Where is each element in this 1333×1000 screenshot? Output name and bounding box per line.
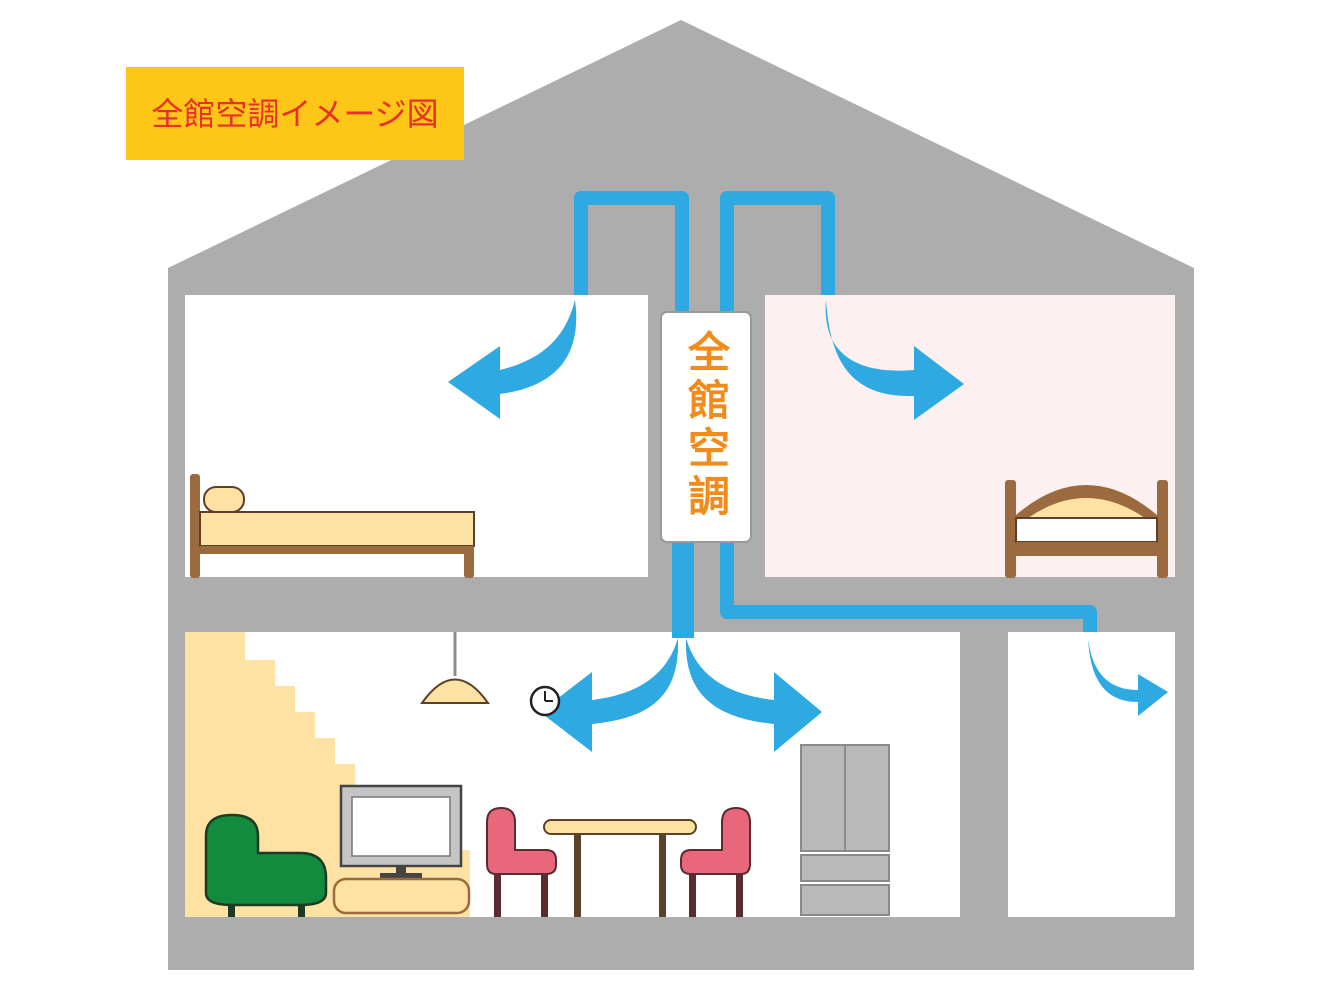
dining-table	[543, 819, 697, 917]
tv-stand	[332, 877, 471, 915]
cabinet	[800, 744, 890, 916]
ac-unit-panel	[660, 311, 752, 543]
duct-to-small-room	[720, 540, 1097, 632]
bed-upper-left	[190, 474, 475, 578]
airflow-arrows	[448, 300, 1168, 752]
duct-to-upper-right	[720, 191, 835, 318]
dining-chair-right	[680, 806, 751, 917]
duct-to-upper-left	[574, 191, 689, 318]
sofa	[204, 813, 328, 917]
airflow-arrow-upper-right	[825, 300, 964, 420]
ac-unit-label: 全館空調	[682, 329, 731, 522]
diagram-title: 全館空調イメージ図	[151, 95, 438, 133]
wall-clock	[529, 685, 561, 717]
duct-lines	[574, 191, 1097, 638]
airflow-arrow-living-left	[540, 638, 679, 752]
dining-chair-left	[486, 806, 557, 917]
airflow-arrow-small-room	[1088, 638, 1168, 716]
television	[332, 784, 471, 915]
airflow-arrow-upper-left	[448, 300, 577, 419]
pendant-lamp	[420, 632, 490, 704]
bed-upper-right	[1005, 480, 1168, 578]
title-box	[126, 67, 464, 160]
small-room-lower-right	[1008, 632, 1175, 917]
airflow-arrow-living-right	[685, 638, 822, 752]
